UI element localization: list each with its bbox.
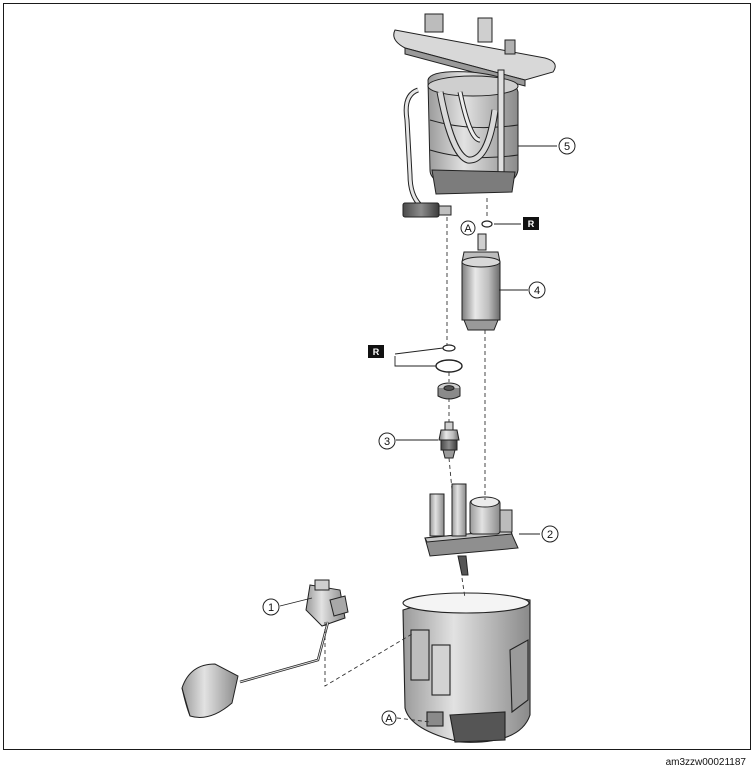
pump-bracket: [424, 483, 519, 576]
replace-badge-top: R: [523, 217, 539, 230]
reservoir-cup: [402, 592, 531, 743]
fuel-level-sensor: [181, 579, 349, 718]
callout-1-label: 1: [268, 602, 274, 614]
figure-id: am3zzw00021187: [665, 757, 746, 768]
callout-1: 1: [262, 598, 280, 616]
o-ring-large: [435, 359, 463, 373]
reference-mark-a-bottom: A: [381, 710, 397, 726]
replace-badge-middle-label: R: [373, 347, 380, 357]
replace-badge-top-label: R: [528, 219, 535, 229]
callout-5-label: 5: [564, 141, 570, 153]
reference-mark-a-bottom-label: A: [385, 713, 393, 725]
callout-4-label: 4: [534, 285, 540, 297]
callout-4: 4: [528, 281, 546, 299]
leader-lines: [279, 145, 557, 607]
exploded-view-diagram: 1 2 3 4 5 A A R R: [181, 13, 576, 743]
callout-2: 2: [541, 525, 559, 543]
pressure-regulator: [438, 421, 460, 459]
replace-badge-middle: R: [368, 345, 384, 358]
fuel-pump-module-assembly: [393, 13, 556, 218]
reference-mark-a-top-label: A: [464, 223, 472, 235]
callout-3: 3: [378, 432, 396, 450]
seal-grommet: [437, 382, 461, 400]
callout-2-label: 2: [547, 529, 553, 541]
fuel-pump: [461, 233, 501, 331]
diagram-frame: [3, 3, 751, 750]
o-ring-small: [442, 344, 456, 352]
callout-3-label: 3: [384, 436, 390, 448]
reference-mark-a-top: A: [460, 220, 476, 236]
o-ring-small-top: [481, 220, 493, 228]
callout-5: 5: [558, 137, 576, 155]
assembly-guide-lines: [324, 198, 488, 723]
